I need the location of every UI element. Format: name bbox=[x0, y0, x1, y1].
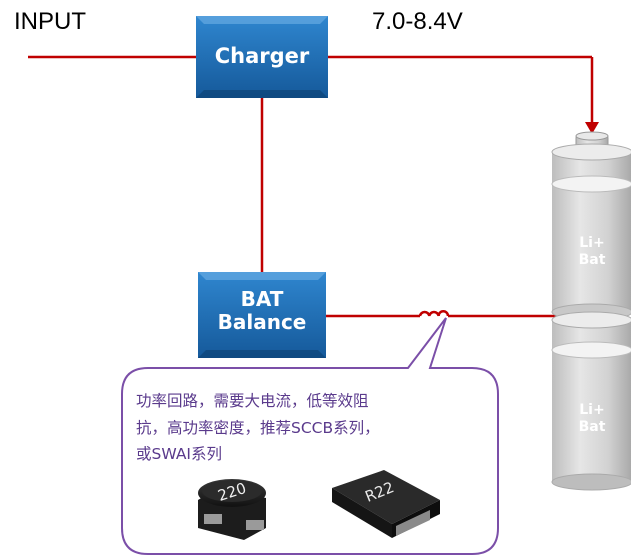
callout-line-2: 抗，高功率密度，推荐SCCB系列， bbox=[136, 418, 380, 437]
charger-box bbox=[196, 16, 328, 98]
bat-balance-box bbox=[198, 272, 326, 358]
battery-top-label: Li+ Bat bbox=[578, 235, 606, 268]
inductor-220-component: 220 bbox=[198, 479, 266, 540]
wires bbox=[28, 55, 600, 318]
bat-balance-label: BAT Balance bbox=[198, 288, 326, 334]
input-label: INPUT bbox=[14, 8, 86, 35]
battery-top bbox=[551, 131, 631, 321]
inductor-symbol bbox=[418, 310, 450, 317]
voltage-label: 7.0-8.4V bbox=[372, 8, 463, 35]
battery-bottom-label: Li+ Bat bbox=[578, 402, 606, 435]
charger-label: Charger bbox=[214, 44, 310, 68]
callout-text: 功率回路，需要大电流，低等效阻 抗，高功率密度，推荐SCCB系列， 或SWAI系… bbox=[136, 388, 466, 468]
callout-line-3: 或SWAI系列 bbox=[136, 445, 222, 464]
inductor-r22-component: R22 bbox=[332, 470, 440, 538]
bat-balance-line2: Balance bbox=[217, 310, 307, 334]
arrow-head bbox=[585, 122, 599, 134]
callout-line-1: 功率回路，需要大电流，低等效阻 bbox=[136, 392, 369, 410]
battery-bottom bbox=[551, 311, 631, 491]
bat-balance-line1: BAT bbox=[240, 287, 284, 311]
